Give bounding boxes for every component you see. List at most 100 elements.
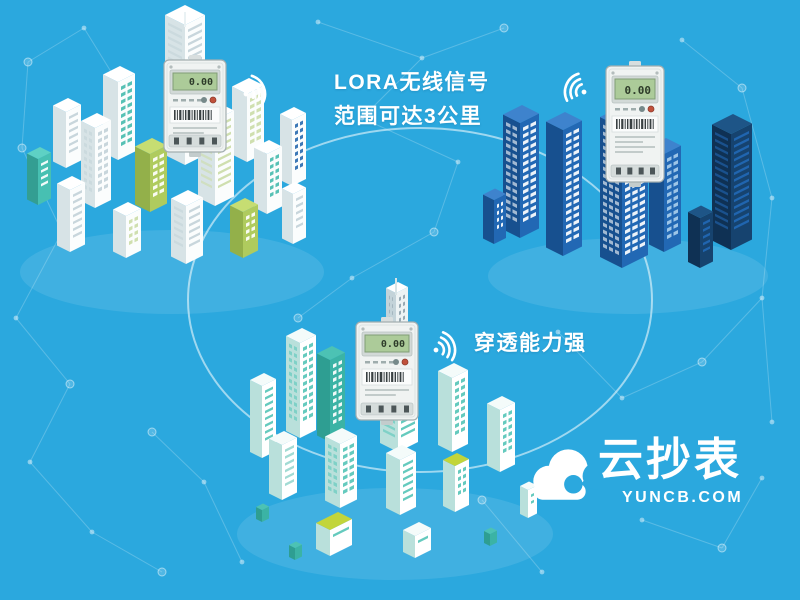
wifi-signal-icon-2 [563, 72, 587, 102]
meter-barcode [383, 372, 385, 382]
wifi-signal-icon-3 [433, 331, 457, 362]
meter-button-gray [393, 359, 399, 365]
building [289, 541, 302, 560]
meter-barcode [174, 110, 176, 120]
smart-meter-2: 0.00 [605, 61, 665, 187]
meter-barcode [371, 372, 374, 382]
meter-barcode [627, 119, 629, 129]
lora-signal-line2: 范围可达3公里 [334, 105, 483, 128]
meter-lcd-value: 0.00 [381, 339, 405, 350]
building [483, 188, 506, 244]
meter-barcode [176, 110, 178, 120]
brand-domain: YUNCB.COM [622, 489, 744, 506]
meter-barcode [374, 372, 376, 382]
meter-barcode [191, 110, 193, 120]
building [316, 512, 352, 556]
building [317, 346, 345, 442]
wifi-signal-icon-1 [243, 74, 267, 105]
meter-barcode [638, 119, 640, 129]
meter-barcode [644, 119, 646, 129]
meter-barcode [179, 110, 182, 120]
meter-barcode [196, 110, 198, 120]
building [443, 453, 469, 512]
meter-barcode [199, 110, 202, 120]
meter-barcode [397, 372, 399, 382]
smart-meter-3: 0.00 [355, 317, 419, 425]
network-dots [13, 19, 775, 577]
building [254, 140, 282, 214]
meter-lcd-screen [172, 72, 218, 91]
range-circle [187, 127, 653, 473]
meter-barcode [618, 119, 620, 129]
building [325, 428, 357, 508]
building [503, 105, 539, 238]
meter-barcode [633, 119, 635, 129]
meter-barcode [210, 110, 212, 120]
brand-logo: 云抄表 YUNCB.COM [522, 434, 743, 507]
cloud-logo-icon [533, 449, 598, 500]
meter-barcode [377, 372, 379, 382]
meter-barcode [616, 119, 618, 129]
building [230, 198, 258, 258]
meter-barcode [193, 110, 196, 120]
building [135, 138, 167, 212]
meter-barcode [399, 372, 402, 382]
meter-barcode [202, 110, 204, 120]
meter-barcode [207, 110, 210, 120]
meter-barcode [635, 119, 638, 129]
meter-lcd-screen [364, 334, 410, 353]
meter-barcode [649, 119, 652, 129]
meter-barcode [652, 119, 654, 129]
meter-barcode [185, 110, 187, 120]
building [487, 396, 515, 472]
lora-signal-label: LORA无线信号 范围可达3公里 [334, 66, 490, 134]
meter-barcode [402, 372, 404, 382]
building [403, 522, 431, 558]
brand-name: 云抄表 [598, 434, 743, 485]
building [256, 503, 269, 522]
smart-meter-1: 0.00 [163, 55, 227, 157]
meter-lcd-value: 0.00 [189, 77, 213, 88]
meter-barcode [379, 372, 383, 382]
building [27, 147, 51, 205]
brand-logo-texts: 云抄表 YUNCB.COM [598, 434, 743, 507]
meter-button-gray [639, 106, 645, 112]
meter-lcd-value: 0.00 [625, 84, 652, 97]
building [546, 112, 582, 256]
meter-barcode [182, 110, 184, 120]
meter-button-red [647, 105, 655, 113]
meter-barcode [624, 119, 626, 129]
building [269, 431, 297, 500]
lora-signal-line1: LORA无线信号 [334, 71, 490, 94]
building [280, 107, 306, 186]
building [484, 527, 497, 546]
meter-button-gray [201, 97, 207, 103]
meter-barcode [647, 119, 649, 129]
building [438, 363, 468, 452]
building [286, 328, 316, 438]
meter-button-red [209, 96, 217, 104]
ground-platform [237, 488, 553, 580]
penetration-label: 穿透能力强 [474, 332, 587, 355]
building [171, 190, 203, 264]
building [712, 114, 752, 250]
meter-button-red [401, 358, 409, 366]
meter-barcode [368, 372, 370, 382]
meter-lcd-screen [614, 78, 656, 100]
meter-barcode [394, 372, 396, 382]
meter-barcode [641, 119, 644, 129]
building [113, 202, 141, 258]
meter-barcode [366, 372, 368, 382]
building [53, 98, 81, 168]
building [81, 113, 111, 208]
building [688, 205, 713, 268]
meter-barcode [629, 119, 633, 129]
building [386, 445, 416, 515]
meter-barcode [388, 372, 390, 382]
meter-barcode [385, 372, 388, 382]
meter-barcode [391, 372, 394, 382]
meter-barcode [621, 119, 624, 129]
meter-barcode [205, 110, 207, 120]
